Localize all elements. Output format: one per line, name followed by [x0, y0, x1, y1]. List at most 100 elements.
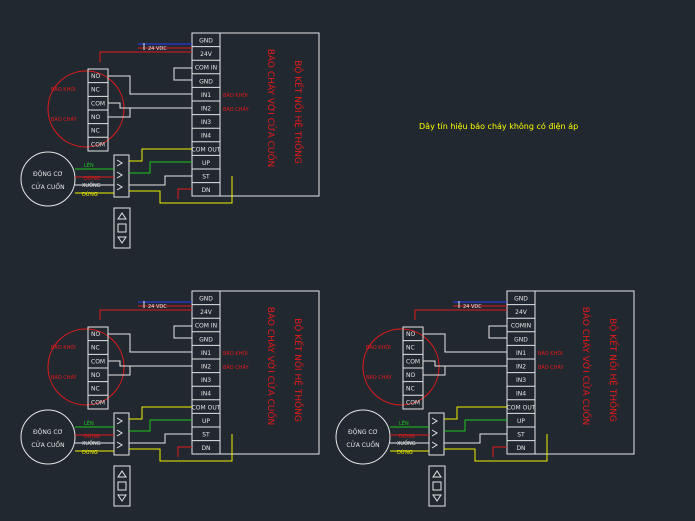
- switch-contact: [116, 441, 123, 449]
- wire-com-jumper: [488, 325, 507, 339]
- board-subtitle: BÁO CHÁY VỚI CỬA CUỐN: [265, 307, 278, 426]
- switch-box: [113, 154, 130, 198]
- remote-control: [428, 465, 446, 507]
- terminal-label: IN1: [516, 350, 526, 357]
- remote-control: [113, 465, 131, 507]
- wire-stop-label-2: DỪNG: [82, 449, 98, 456]
- wire-com: [108, 360, 192, 367]
- door-motor: [20, 409, 76, 465]
- switch-contact: [116, 159, 123, 167]
- terminal-label: GND: [199, 38, 213, 45]
- wire-fire-no: [108, 366, 131, 376]
- in2-label: BÁO CHÁY: [538, 364, 565, 371]
- wire-dn: [129, 434, 233, 462]
- terminal-label: IN2: [201, 106, 211, 113]
- relay-contact-label: NO: [406, 372, 415, 379]
- terminal-label: IN4: [201, 133, 211, 140]
- terminal-label: COM OUT: [507, 404, 536, 411]
- switch-contact: [431, 429, 438, 437]
- relay-contact-label: NO: [91, 331, 100, 338]
- terminal-label: ST: [517, 432, 525, 439]
- wire-stop-label-2: DỪNG: [82, 191, 98, 198]
- wire-fire-no: [108, 108, 131, 118]
- terminal-label: ST: [202, 174, 210, 181]
- diagram-caption: Dây tín hiệu báo cháy không có điện áp: [419, 121, 578, 131]
- board-subtitle: BÁO CHÁY VỚI CỬA CUỐN: [265, 49, 278, 168]
- terminal-label: IN3: [201, 377, 211, 384]
- terminal-label: GND: [514, 296, 528, 303]
- wire-com-jumper: [173, 67, 192, 81]
- wire-com: [108, 102, 192, 109]
- motor-label-line1: ĐỘNG CƠ: [33, 429, 63, 436]
- relay-contact-label: NC: [91, 386, 100, 393]
- wire-dn-red: [492, 446, 507, 457]
- terminal-label: COM OUT: [192, 404, 221, 411]
- terminal-label: IN3: [201, 119, 211, 126]
- board-subtitle: BÁO CHÁY VỚI CỬA CUỐN: [580, 307, 593, 426]
- in2-label: BÁO CHÁY: [223, 364, 250, 371]
- remote-up-button: [117, 212, 127, 220]
- terminal-label: 24V: [200, 51, 213, 58]
- relay-contact-label: NO: [91, 372, 100, 379]
- in1-label: BÁO KHÓI: [538, 350, 563, 357]
- wire-smoke-no: [108, 333, 192, 353]
- relay-contact-label: NO: [406, 331, 415, 338]
- smoke-alarm-label: BÁO KHÓI: [366, 344, 391, 351]
- wire-com-jumper: [173, 325, 192, 339]
- motor-label-line2: CỬA CUỐN: [346, 441, 379, 449]
- wire-st: [129, 175, 192, 186]
- terminal-label: ST: [202, 432, 210, 439]
- switch-box: [428, 412, 445, 456]
- board-title: BỘ KẾT NỐI HỆ THỐNG: [292, 318, 305, 422]
- terminal-label: DN: [201, 187, 210, 194]
- dc-label: 24 VDC: [463, 304, 482, 310]
- terminal-label: 24V: [515, 309, 528, 316]
- remote-stop-button: [432, 481, 442, 491]
- remote-down-button: [117, 494, 127, 502]
- door-motor: [20, 151, 76, 207]
- motor-label-line1: ĐỘNG CƠ: [33, 171, 63, 178]
- wire-up-label: LÊN: [399, 419, 409, 427]
- wire-up: [444, 419, 507, 432]
- wire-stop-label-2: DỪNG: [397, 449, 413, 456]
- terminal-label: GND: [199, 78, 213, 85]
- remote-stop-button: [117, 223, 127, 233]
- wire-stop-label: DỪNG: [399, 433, 415, 440]
- switch-contact: [431, 441, 438, 449]
- remote-down-button: [117, 236, 127, 244]
- smoke-alarm-label: BÁO KHÓI: [51, 86, 76, 93]
- wire-com: [423, 360, 507, 367]
- remote-up-button: [432, 470, 442, 478]
- remote-stop-button: [117, 481, 127, 491]
- wire-24v-feed: [99, 309, 192, 320]
- switch-box: [113, 412, 130, 456]
- wire-smoke-no: [108, 75, 192, 95]
- wire-dn: [129, 176, 233, 204]
- wire-stop-label: DỪNG: [84, 175, 100, 182]
- wire-up-label: LÊN: [84, 419, 94, 427]
- relay-contact-label: NC: [406, 345, 415, 352]
- alarm-relay-circle: [362, 328, 440, 406]
- fire-alarm-label: BÁO CHÁY: [366, 374, 393, 381]
- terminal-label: IN4: [201, 391, 211, 398]
- terminal-label: COM IN: [195, 323, 217, 330]
- board-title: BỘ KẾT NỐI HỆ THỐNG: [292, 60, 305, 164]
- wire-up-label: LÊN: [84, 161, 94, 169]
- terminal-label: IN2: [516, 364, 526, 371]
- wire-com-out: [129, 406, 192, 420]
- relay-contact-label: NC: [91, 345, 100, 352]
- alarm-relay-circle: [47, 70, 125, 148]
- wire-st: [444, 433, 507, 444]
- switch-contact: [116, 417, 123, 425]
- alarm-relay-circle: [47, 328, 125, 406]
- wire-stop-label: DỪNG: [84, 433, 100, 440]
- terminal-label: UP: [202, 418, 210, 425]
- terminal-label: IN4: [516, 391, 526, 398]
- terminal-label: DN: [516, 445, 525, 452]
- terminal-label: COM OUT: [192, 146, 221, 153]
- relay-contact-label: NO: [91, 114, 100, 121]
